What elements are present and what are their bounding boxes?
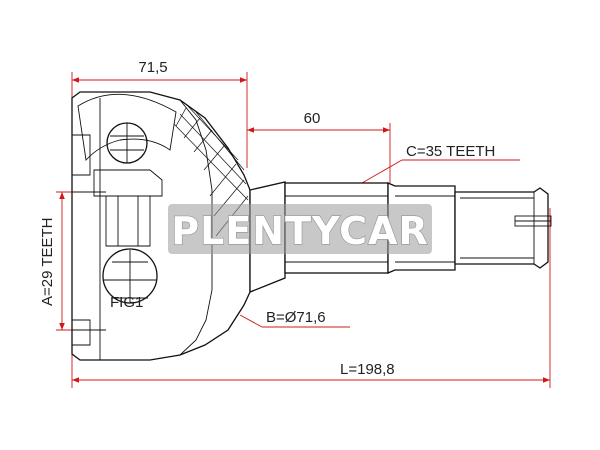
- watermark-backdrop: [168, 204, 432, 254]
- figure-label: FIG1: [110, 294, 143, 311]
- dim-label-b-bore: B=Ø71,6: [266, 309, 326, 326]
- leader-b: [239, 314, 263, 328]
- cv-joint-body: [71, 91, 251, 361]
- watermark-logo: PLENTYCAR: [171, 209, 428, 253]
- shaft-tip: [454, 187, 549, 269]
- inner-race-section: [105, 195, 151, 247]
- dim-label-a-teeth: A=29 TEETH: [39, 217, 56, 306]
- dim-label-60: 60: [304, 110, 321, 127]
- leader-c35: [361, 159, 403, 184]
- dim-label-length: L=198,8: [340, 361, 395, 378]
- dimension-lines: [56, 72, 551, 388]
- dim-label-71-5: 71,5: [138, 59, 167, 76]
- cage-upper: [77, 93, 177, 161]
- rib-upper: [72, 134, 91, 176]
- dim-label-c-teeth: C=35 TEETH: [406, 143, 495, 160]
- rib-lower: [72, 319, 91, 346]
